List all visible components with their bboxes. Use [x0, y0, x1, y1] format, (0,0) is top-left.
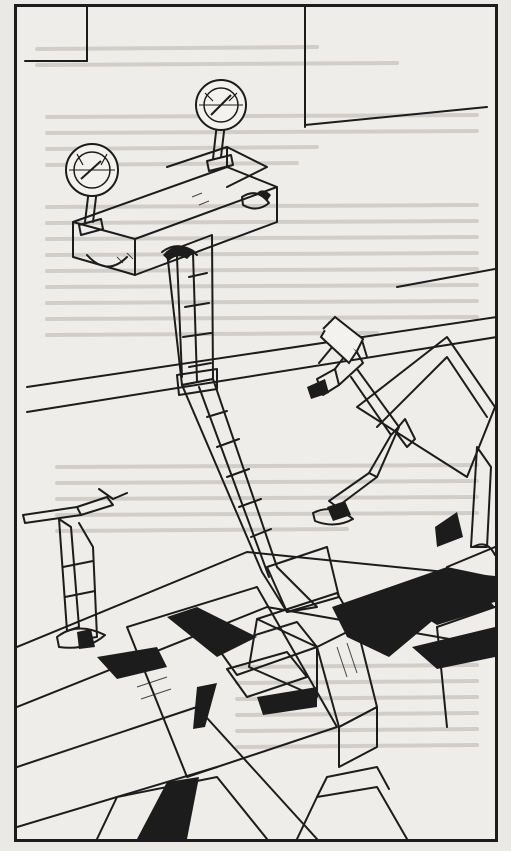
mechanical-arms-drawing [17, 7, 495, 839]
gauge-icon [65, 143, 119, 197]
illustration-frame [14, 4, 498, 842]
tool-head [319, 315, 365, 365]
gauge-icon [195, 79, 247, 131]
